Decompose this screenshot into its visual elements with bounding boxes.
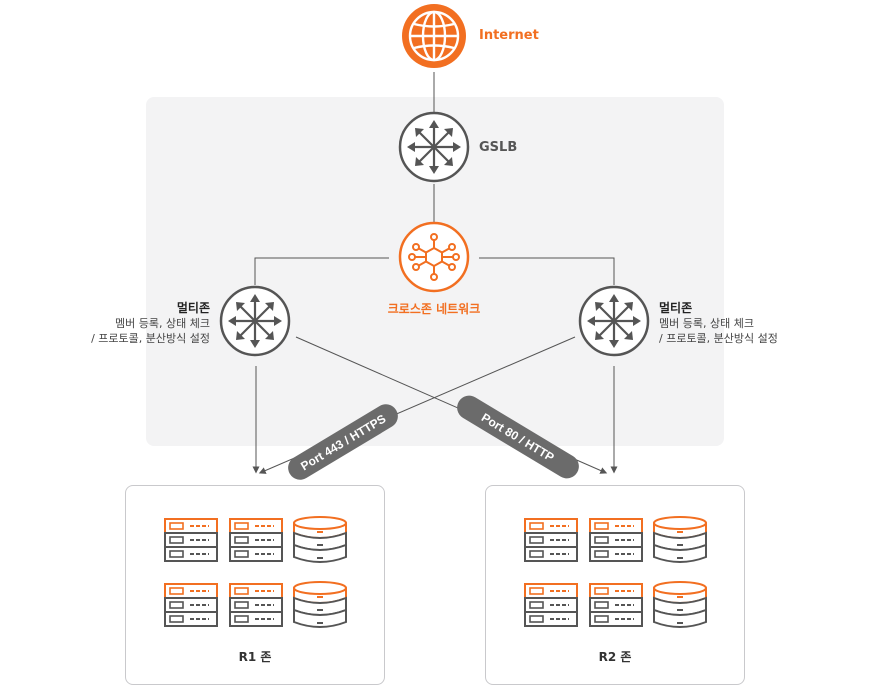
server-icon	[164, 518, 218, 562]
globe-icon	[402, 4, 466, 68]
cross-zone-label: 크로스존 네트워크	[387, 302, 481, 316]
cross-zone-network-icon	[398, 221, 470, 293]
zone-r1-label: R1 존	[238, 650, 272, 664]
port-https-label: Port 443 / HTTPS	[298, 412, 388, 474]
server-icon	[589, 583, 643, 627]
server-icon	[229, 583, 283, 627]
port-https-pill: Port 443 / HTTPS	[288, 404, 398, 480]
multizone-right-router-icon	[578, 285, 650, 357]
multizone-left-desc2: / 프로토콜, 분산방식 설정	[91, 332, 210, 345]
multizone-left-router-icon	[219, 285, 291, 357]
server-icon	[589, 518, 643, 562]
multizone-right-desc1: 멤버 등록, 상태 체크	[659, 317, 754, 330]
multizone-left-caption: 멀티존 멤버 등록, 상태 체크 / 프로토콜, 분산방식 설정	[60, 299, 210, 346]
multizone-right-caption: 멀티존 멤버 등록, 상태 체크 / 프로토콜, 분산방식 설정	[659, 299, 778, 346]
multizone-right-title: 멀티존	[659, 301, 693, 315]
database-icon	[293, 581, 347, 628]
zone-r1-servers	[164, 516, 347, 628]
server-icon	[229, 518, 283, 562]
internet-label: Internet	[479, 28, 539, 43]
zone-r2-servers	[524, 516, 707, 628]
multizone-right-desc2: / 프로토콜, 분산방식 설정	[659, 332, 778, 345]
multizone-left-desc1: 멤버 등록, 상태 체크	[115, 317, 210, 330]
port-http-label: Port 80 / HTTP	[479, 410, 557, 464]
database-icon	[293, 516, 347, 563]
server-icon	[164, 583, 218, 627]
port-http-pill: Port 80 / HTTP	[457, 395, 579, 479]
zone-r2-label: R2 존	[598, 650, 632, 664]
multizone-left-title: 멀티존	[176, 301, 210, 315]
server-icon	[524, 583, 578, 627]
database-icon	[653, 516, 707, 563]
server-icon	[524, 518, 578, 562]
gslb-label: GSLB	[479, 140, 518, 155]
gslb-router-icon	[398, 111, 470, 183]
database-icon	[653, 581, 707, 628]
